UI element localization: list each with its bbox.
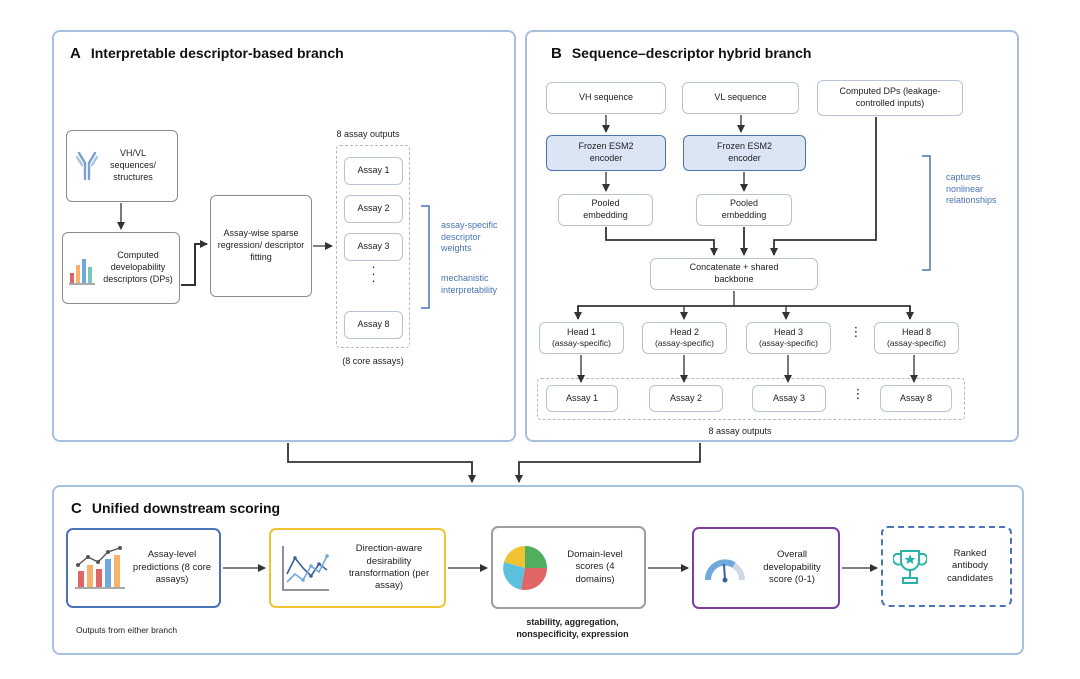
head-1-box: Head 1(assay-specific) — [539, 322, 624, 354]
vl-pooled-box: Pooled embedding — [696, 194, 792, 226]
bar-chart-icon — [69, 259, 95, 285]
step-overall-label: Overall developability score (0-1) — [763, 549, 821, 586]
note-mechanistic: mechanistic interpretability — [441, 273, 498, 295]
antibody-icon — [75, 151, 99, 181]
step-assay-level-caption: Outputs from either branch — [76, 625, 178, 635]
input-sequences-box: VH/VL sequences/ structures — [66, 130, 178, 202]
dp-label: Computed developability descriptors (DPs… — [103, 250, 173, 284]
step-assay-level-label: Assay-level predictions (8 core assays) — [132, 549, 212, 586]
vh-encoder-box: Frozen ESM2 encoder — [546, 135, 666, 171]
step-overall-box: Overall developability score (0-1) — [692, 527, 840, 609]
step-desirability-box: Direction-aware desirability transformat… — [269, 528, 446, 608]
vl-encoder-box: Frozen ESM2 encoder — [683, 135, 806, 171]
assays-ellipsis: ⋮ — [851, 386, 865, 401]
note-weights: assay-specific descriptor weights — [441, 220, 498, 254]
panel-b-assay-8: Assay 8 — [880, 385, 952, 412]
head-3-box: Head 3(assay-specific) — [746, 322, 831, 354]
line-chart-icon — [282, 546, 329, 591]
regression-box: Assay-wise sparse regression/ descriptor… — [210, 195, 312, 297]
step-domain-caption: stability, aggregation, nonspecificity, … — [516, 617, 629, 640]
panel-a-outputs-label: 8 assay outputs — [336, 129, 400, 139]
panel-a-assay-2: Assay 2 — [344, 195, 403, 223]
panel-a-ellipsis: . . . — [372, 260, 375, 284]
head-2-box: Head 2(assay-specific) — [642, 322, 727, 354]
panel-a-core-label: (8 core assays) — [342, 356, 404, 366]
panel-b-assay-1: Assay 1 — [546, 385, 618, 412]
note-nonlinear: captures nonlinear relationships — [946, 172, 997, 206]
panel-a-assay-1: Assay 1 — [344, 157, 403, 185]
panel-a-assay-3: Assay 3 — [344, 233, 403, 261]
panel-b-assay-3: Assay 3 — [752, 385, 826, 412]
concat-box: Concatenate + shared backbone — [650, 258, 818, 290]
step-desirability-label: Direction-aware desirability transformat… — [348, 543, 430, 592]
dp-box: Computed developability descriptors (DPs… — [62, 232, 180, 304]
heads-ellipsis: ⋮ — [849, 324, 863, 339]
pie-chart-icon — [503, 545, 547, 590]
vh-sequence-box: VH sequence — [546, 82, 666, 114]
panel-b-outputs-label: 8 assay outputs — [708, 426, 772, 436]
step-assay-level-box: Assay-level predictions (8 core assays) — [66, 528, 221, 608]
regression-label: Assay-wise sparse regression/ descriptor… — [217, 228, 305, 262]
trophy-icon — [893, 549, 927, 584]
step-domain-label: Domain-level scores (4 domains) — [567, 548, 623, 585]
computed-dps-box: Computed DPs (leakage-controlled inputs) — [817, 80, 963, 116]
panel-a-assay-8: Assay 8 — [344, 311, 403, 339]
step-domain-box: Domain-level scores (4 domains) — [491, 526, 646, 609]
head-8-box: Head 8(assay-specific) — [874, 322, 959, 354]
panel-a-assay-group — [336, 145, 410, 348]
vl-sequence-box: VL sequence — [682, 82, 799, 114]
gauge-icon — [705, 559, 745, 583]
input-sequences-label: VH/VL sequences/ structures — [109, 148, 157, 182]
panel-b-assay-2: Assay 2 — [649, 385, 723, 412]
vh-pooled-box: Pooled embedding — [558, 194, 653, 226]
panel-b-assay-group — [537, 378, 965, 420]
bar-chart-icon — [75, 546, 125, 589]
step-ranked-box: Ranked antibody candidates — [881, 526, 1012, 607]
step-ranked-label: Ranked antibody candidates — [947, 547, 993, 584]
